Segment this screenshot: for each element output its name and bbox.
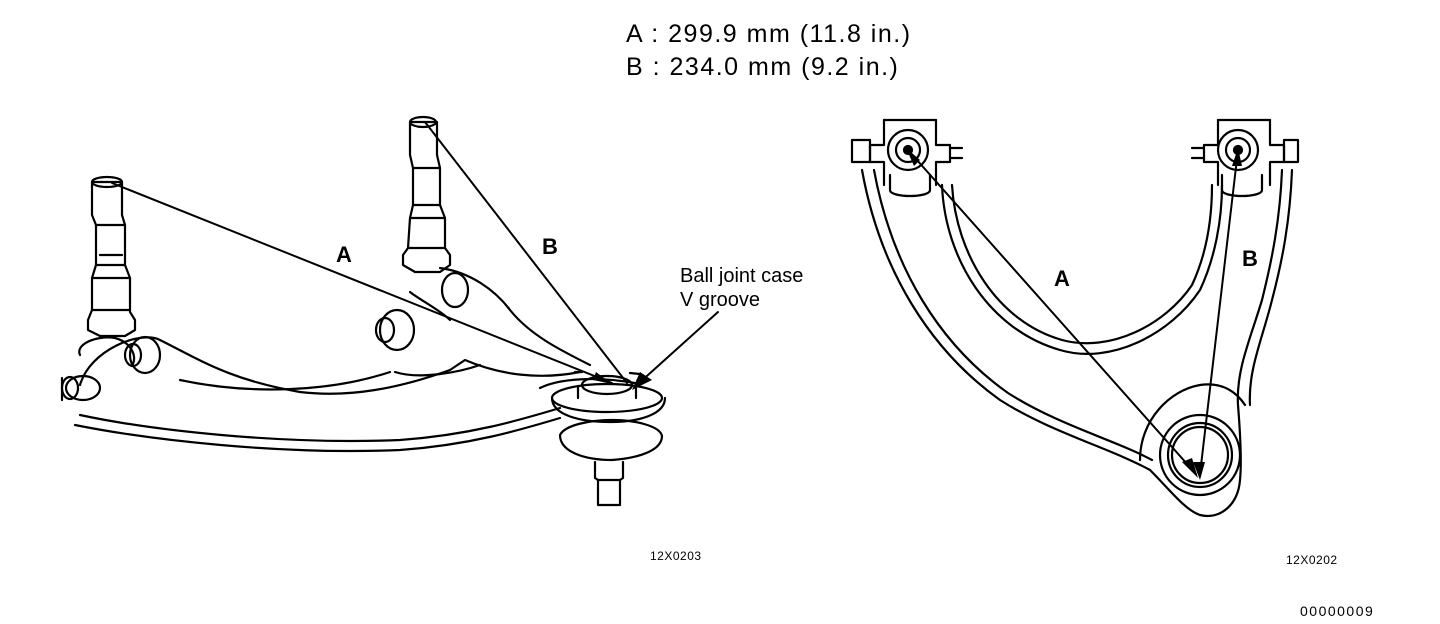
arrowhead-a-left — [593, 372, 612, 384]
arrowhead-a-right — [1182, 458, 1198, 478]
spec-a-text: A : 299.9 mm (11.8 in.) — [626, 20, 912, 48]
left-measure-lines — [112, 122, 718, 384]
measure-line-b-left — [425, 122, 627, 383]
right-label-a: A — [1054, 266, 1070, 291]
callout-line1: Ball joint case — [680, 265, 804, 287]
callout-line2: V groove — [680, 289, 761, 311]
measure-line-a-right — [908, 150, 1196, 474]
left-label-a: A — [336, 242, 352, 267]
spec-b-text: B : 234.0 mm (9.2 in.) — [626, 53, 900, 81]
arrowhead-a-right-top — [906, 148, 920, 166]
measure-line-b-right — [1200, 150, 1238, 474]
left-label-b: B — [542, 234, 558, 259]
right-label-b: B — [1242, 246, 1258, 271]
right-arm-drawing — [852, 120, 1298, 516]
arrowhead-b-right-top — [1232, 148, 1242, 166]
page-code: 00000009 — [1300, 603, 1375, 619]
callout-arrowhead — [632, 372, 652, 390]
right-figure-code: 12X0202 — [1286, 553, 1338, 567]
right-measure-lines — [908, 150, 1238, 474]
callout-arrow-line — [638, 312, 718, 384]
arrowhead-b-right — [1193, 462, 1205, 480]
measure-line-a-left — [112, 183, 612, 383]
left-arm-drawing — [62, 117, 665, 505]
left-figure-code: 12X0203 — [650, 549, 702, 563]
